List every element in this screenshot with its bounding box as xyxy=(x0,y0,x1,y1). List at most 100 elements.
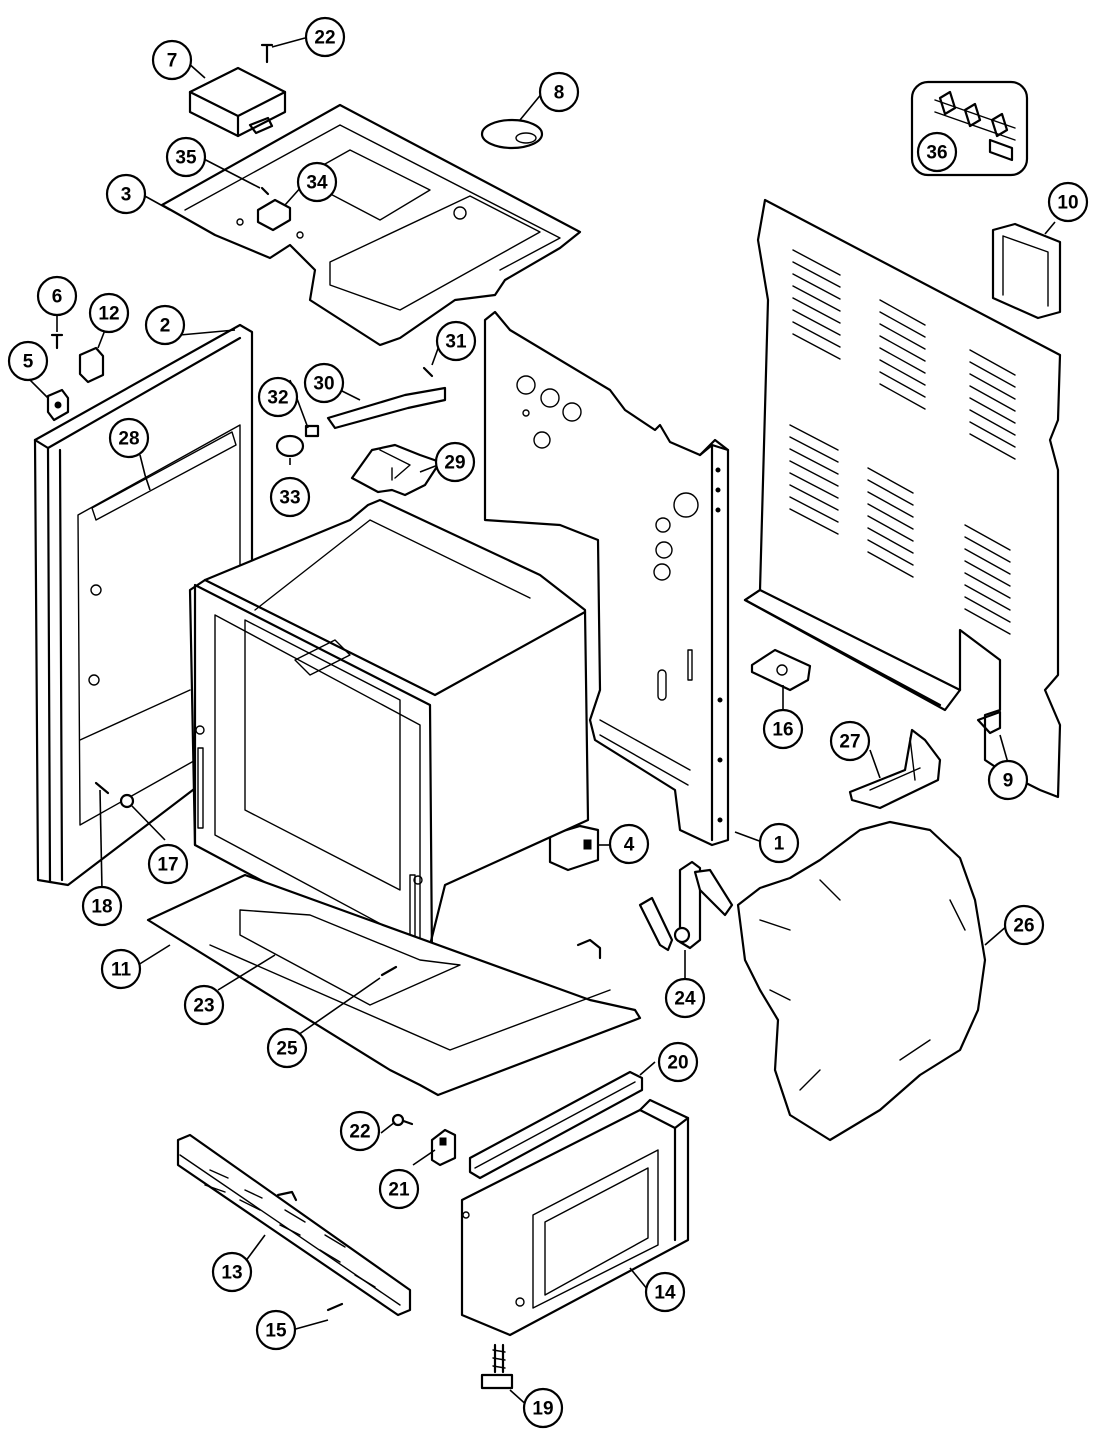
callout-circle xyxy=(147,843,189,885)
callout-circle xyxy=(1047,181,1089,223)
callout-36: 36 xyxy=(916,131,958,173)
callout-10: 10 xyxy=(1047,181,1089,223)
callout-31: 31 xyxy=(435,320,477,362)
callout-9: 9 xyxy=(987,759,1029,801)
callout-12: 12 xyxy=(88,292,130,334)
part-5-clip xyxy=(46,388,70,422)
callout-circle xyxy=(664,977,706,1019)
callout-label: 8 xyxy=(554,83,565,104)
callout-circle xyxy=(987,759,1029,801)
screw-22-lower xyxy=(391,1113,414,1127)
callout-label: 23 xyxy=(193,996,214,1017)
callout-label: 7 xyxy=(167,51,178,72)
part-17-grommet xyxy=(119,793,135,809)
callout-11: 11 xyxy=(100,948,142,990)
callout-circle xyxy=(608,823,650,865)
callout-label: 6 xyxy=(52,287,63,308)
screw-18 xyxy=(94,781,110,795)
callout-label: 13 xyxy=(221,1263,242,1284)
callout-circle xyxy=(255,1309,297,1351)
part-27-bracket xyxy=(848,728,942,810)
screw-35 xyxy=(260,186,270,196)
callout-14: 14 xyxy=(644,1271,686,1313)
callout-circle xyxy=(105,173,147,215)
callout-4: 4 xyxy=(608,823,650,865)
callout-label: 22 xyxy=(314,28,335,49)
part-19-leveler xyxy=(480,1343,514,1390)
callout-circle xyxy=(296,161,338,203)
callout-label: 34 xyxy=(306,173,328,194)
callout-circle xyxy=(378,1168,420,1210)
callout-label: 36 xyxy=(926,143,947,164)
callout-circle xyxy=(269,476,311,518)
part-29-bracket xyxy=(350,443,442,497)
callout-circle xyxy=(762,708,804,750)
callout-18: 18 xyxy=(81,885,123,927)
callout-7: 7 xyxy=(151,39,193,81)
callout-label: 4 xyxy=(624,835,635,856)
callout-label: 20 xyxy=(667,1053,688,1074)
callout-circle xyxy=(108,417,150,459)
part-34-switch xyxy=(256,198,292,232)
callout-label: 14 xyxy=(654,1283,676,1304)
callout-23: 23 xyxy=(183,984,225,1026)
callout-circle xyxy=(266,1027,308,1069)
callout-label: 25 xyxy=(276,1039,298,1060)
callout-circle xyxy=(916,131,958,173)
callout-label: 9 xyxy=(1003,771,1014,792)
callout-label: 29 xyxy=(444,453,465,474)
callout-label: 32 xyxy=(267,388,288,409)
part-32-clip xyxy=(304,424,320,438)
callout-circle xyxy=(144,304,186,346)
callout-label: 21 xyxy=(388,1180,410,1201)
part-30-bracket xyxy=(326,386,447,430)
callout-label: 16 xyxy=(772,720,793,741)
part-7-box xyxy=(188,66,287,138)
callout-6: 6 xyxy=(36,275,78,317)
part-21-clip xyxy=(430,1128,457,1167)
callout-circle xyxy=(211,1251,253,1293)
callout-16: 16 xyxy=(762,708,804,750)
callout-circle xyxy=(1003,904,1045,946)
part-10-bracket xyxy=(991,222,1062,320)
callout-bubbles: 2278353433610612253130322829331627914171… xyxy=(7,16,1089,1429)
part-31-screw xyxy=(422,366,434,378)
callout-label: 2 xyxy=(160,316,171,337)
callout-1: 1 xyxy=(758,822,800,864)
callout-3: 3 xyxy=(105,173,147,215)
callout-circle xyxy=(435,320,477,362)
screw-22-top xyxy=(260,43,274,64)
screw-25 xyxy=(380,965,398,977)
screw-15 xyxy=(326,1302,344,1312)
callout-circle xyxy=(183,984,225,1026)
part-3-top-panel xyxy=(160,103,582,347)
callout-21: 21 xyxy=(378,1168,420,1210)
part-11-bottom-pan xyxy=(146,873,642,1097)
callout-label: 27 xyxy=(839,732,860,753)
callout-circle xyxy=(81,885,123,927)
callout-circle xyxy=(303,362,345,404)
callout-22b: 22 xyxy=(339,1110,381,1152)
callout-label: 22 xyxy=(349,1122,370,1143)
callout-label: 17 xyxy=(157,855,178,876)
part-14-drawer-bracket xyxy=(460,1098,690,1337)
callout-label: 18 xyxy=(91,897,112,918)
callout-label: 24 xyxy=(674,989,696,1010)
callout-35: 35 xyxy=(165,136,207,178)
callout-circle xyxy=(304,16,346,58)
callout-32: 32 xyxy=(257,376,299,418)
callout-label: 30 xyxy=(313,374,334,395)
callout-circle xyxy=(151,39,193,81)
callout-27: 27 xyxy=(829,720,871,762)
part-13-toe-panel xyxy=(176,1133,412,1317)
callout-label: 11 xyxy=(111,960,132,981)
callout-28: 28 xyxy=(108,417,150,459)
part-24-hinge xyxy=(638,860,734,952)
callout-5: 5 xyxy=(7,340,49,382)
callout-20: 20 xyxy=(657,1041,699,1083)
callout-label: 15 xyxy=(265,1321,287,1342)
callout-label: 3 xyxy=(121,185,132,206)
callout-22a: 22 xyxy=(304,16,346,58)
callout-circle xyxy=(257,376,299,418)
